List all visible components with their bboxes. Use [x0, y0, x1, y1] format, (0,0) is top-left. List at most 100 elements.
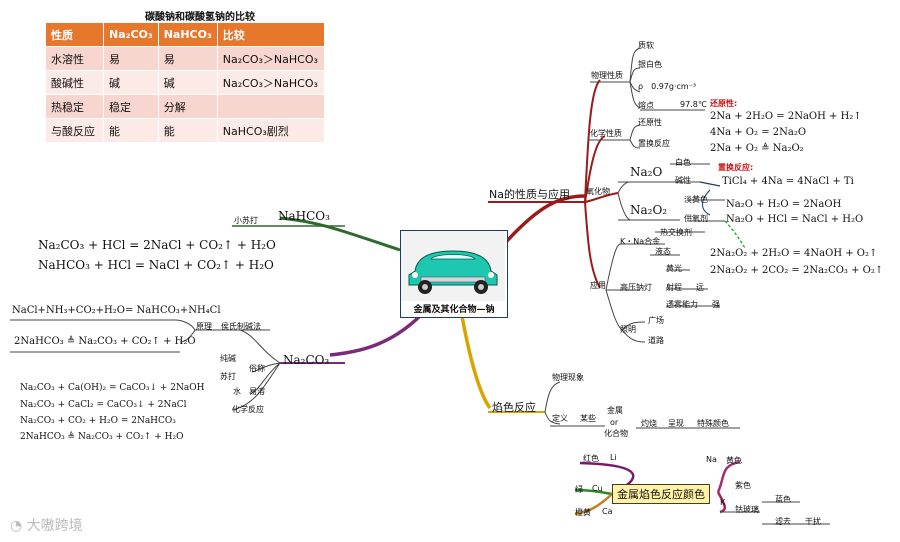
cobalt-blue: 蓝色: [775, 495, 791, 504]
equation: Na₂CO₃ + CO₂ + H₂O = 2NaHCO₃: [20, 416, 176, 426]
alias-label: 俗称: [249, 364, 265, 373]
watermark-text: 大嗷跨境: [26, 518, 83, 534]
flame-color: 特殊颜色: [697, 419, 729, 428]
equation: Na₂CO₃ + HCl = 2NaCl + CO₂↑ + H₂O: [38, 238, 276, 252]
table-header-row: 性质 Na₂CO₃ NaHCO₃ 比较: [45, 22, 325, 47]
table-cell: 分解: [157, 94, 218, 119]
ca-color: 橙黄: [575, 508, 591, 517]
property-color: 银白色: [638, 60, 662, 69]
property-melting-label: 熔点: [638, 101, 654, 110]
na-color: 黄色: [726, 456, 742, 465]
equation: Na₂CO₃ + Ca(OH)₂ = CaCO₃↓ + 2NaOH: [20, 383, 205, 393]
flame-or: or: [610, 418, 619, 427]
reducing-label: 还原性:: [710, 99, 738, 108]
na2co3-node: Na₂CO₃: [283, 353, 330, 367]
table-header-cell: 性质: [45, 22, 104, 47]
watermark: ◔ 大嗷跨境: [10, 515, 83, 535]
chemical-reaction-label: 化学反应: [232, 405, 264, 414]
chemical-replacement: 置换反应: [638, 139, 670, 148]
comparison-table: 性质 Na₂CO₃ NaHCO₃ 比较 水溶性 易 易 Na₂CO₃＞NaHCO…: [45, 22, 325, 143]
table-cell: 易: [103, 46, 159, 71]
flame-definition: 定义: [552, 414, 568, 423]
oxides-label: 氧化物: [586, 187, 610, 196]
table-cell: 稳定: [103, 94, 159, 119]
cobalt-glass: 钴玻璃: [735, 505, 759, 514]
table-header-cell: 比较: [216, 22, 325, 47]
flame-burn: 灼烧: [641, 419, 657, 428]
lighting-square: 广场: [648, 316, 664, 325]
nahco3-alias: 小苏打: [234, 216, 258, 225]
lamp-fog-value: 强: [712, 300, 720, 309]
na2o-node: Na₂O: [630, 165, 663, 179]
table-row: 水溶性 易 易 Na₂CO₃＞NaHCO₃: [45, 46, 325, 71]
filter-out: 滤去: [775, 517, 791, 526]
table-cell: Na₂CO₃＞NaHCO₃: [216, 46, 325, 71]
cu-element: Cu: [592, 484, 603, 493]
hou-method-label: 侯氏制碱法: [221, 322, 261, 331]
equation: 2Na + O₂ ≜ Na₂O₂: [710, 143, 804, 154]
table-header-cell: NaHCO₃: [157, 22, 218, 47]
flame-topic: 焰色反应: [492, 401, 536, 414]
flame-some: 某些: [580, 414, 596, 423]
flame-compound: 化合物: [604, 429, 628, 438]
na-topic: Na的性质与应用: [489, 188, 570, 201]
lamp-range: 射程: [666, 283, 682, 292]
flame-phenomenon: 物理现象: [552, 373, 584, 382]
equation: 2Na₂O₂ + 2CO₂ = 2Na₂CO₃ + O₂↑: [710, 265, 884, 276]
table-cell: Na₂CO₃＞NaHCO₃: [216, 70, 325, 95]
table-cell: 能: [103, 118, 159, 143]
physical-properties: 物理性质: [591, 71, 623, 80]
central-topic: 金属及其化合物—钠: [400, 230, 508, 318]
flame-colors-topic: 金属焰色反应颜色: [612, 484, 710, 504]
lamp-label: 高压钠灯: [620, 283, 652, 292]
alloy-state: 液态: [655, 247, 671, 256]
table-cell: 与酸反应: [45, 118, 104, 143]
k-element: K: [720, 498, 726, 507]
na2o2-use: 供氧剂: [684, 214, 708, 223]
table-cell: 能: [157, 118, 218, 143]
equation: 2Na + 2H₂O = 2NaOH + H₂↑: [710, 111, 862, 122]
na2o-color: 白色: [675, 158, 691, 167]
flame-metal: 金属: [607, 406, 623, 415]
flame-show: 呈现: [668, 419, 684, 428]
equation: NaHCO₃ + HCl = NaCl + CO₂↑ + H₂O: [38, 258, 274, 272]
lamp-fog: 透雾能力: [666, 300, 698, 309]
property-density: ρ 0.97g·cm⁻³: [638, 82, 697, 91]
equation: 2Na₂O₂ + 2H₂O = 4NaOH + O₂↑: [710, 248, 878, 259]
equation: 2NaHCO₃ ≜ Na₂CO₃ + CO₂↑ + H₂O: [20, 432, 184, 442]
nahco3-node: NaHCO₃: [278, 209, 330, 223]
solubility-easy: 易溶: [249, 387, 265, 396]
li-color: 红色: [583, 454, 599, 463]
table-title: 碳酸钠和碳酸氢钠的比较: [145, 12, 255, 23]
table-cell: [216, 94, 325, 119]
property-soft: 质软: [638, 41, 654, 50]
lamp-range-value: 远: [696, 283, 704, 292]
table-row: 与酸反应 能 能 NaHCO₃剧烈: [45, 118, 325, 143]
alloy-use: 热交换剂: [660, 228, 692, 237]
equation: Na₂CO₃ + CaCl₂ = CaCO₃↓ + 2NaCl: [20, 400, 187, 410]
lighting-road: 道路: [648, 336, 664, 345]
chemical-reducing: 还原性: [638, 118, 662, 127]
equation: TiCl₄ + 4Na = 4NaCl + Ti: [722, 176, 854, 187]
table-cell: 碱: [103, 70, 159, 95]
solubility-water: 水: [233, 387, 241, 396]
cu-color: 绿: [575, 485, 583, 494]
equation: Na₂O + H₂O = 2NaOH: [726, 199, 842, 210]
property-melting-value: 97.8℃: [680, 100, 707, 109]
table-header-cell: Na₂CO₃: [103, 22, 159, 47]
na-element: Na: [706, 455, 717, 464]
equation: 2NaHCO₃ ≜ Na₂CO₃ + CO₂↑ + H₂O: [14, 336, 196, 347]
alias-soda-ash: 纯碱: [220, 354, 236, 363]
watermark-logo-icon: ◔: [10, 518, 23, 534]
table-cell: 碱: [157, 70, 218, 95]
application-label: 应用: [590, 281, 606, 290]
table-cell: 水溶性: [45, 46, 104, 71]
table-row: 热稳定 稳定 分解: [45, 94, 325, 119]
equation: NaCl+NH₃+CO₂+H₂O= NaHCO₃+NH₄Cl: [12, 305, 221, 316]
na2o2-color: 淡黄色: [684, 195, 708, 204]
equation: 4Na + O₂ = 2Na₂O: [710, 127, 807, 138]
table-cell: 酸碱性: [45, 70, 104, 95]
replacement-label: 置换反应:: [718, 163, 754, 172]
table-cell: NaHCO₃剧烈: [216, 118, 325, 143]
